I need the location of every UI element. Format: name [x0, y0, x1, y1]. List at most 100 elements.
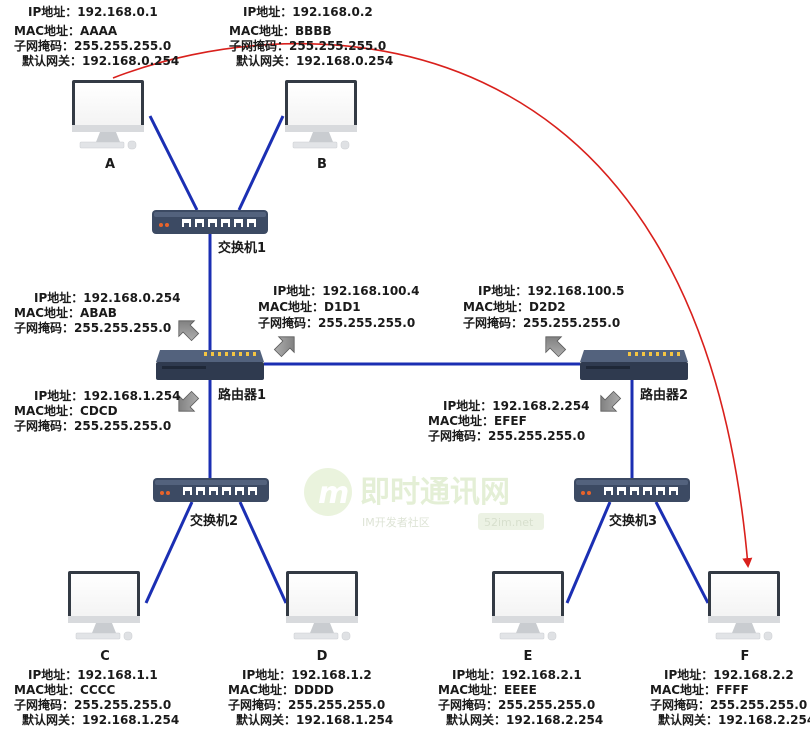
- desktop-monitor-icon: [492, 571, 564, 641]
- watermark-title: 即时通讯网: [360, 475, 510, 510]
- info-line: 子网掩码：255.255.255.0: [14, 418, 171, 433]
- host-label: C: [100, 649, 110, 664]
- info-line: IP地址：192.168.1.1: [28, 667, 158, 682]
- router-r1: 路由器1: [156, 350, 266, 403]
- network-switch-icon: [153, 478, 269, 502]
- info-line: IP地址：192.168.1.254: [34, 388, 180, 403]
- host-label: A: [105, 157, 115, 172]
- host-label: E: [524, 649, 533, 664]
- desktop-monitor-icon: [285, 80, 357, 150]
- info-line: MAC地址：D2D2: [463, 299, 566, 314]
- watermark-subtitle: IM开发者社区: [362, 515, 430, 529]
- info-line: 默认网关：192.168.0.254: [236, 53, 393, 68]
- switch-label: 交换机2: [190, 513, 238, 529]
- info-line: 默认网关：192.168.2.254: [446, 712, 603, 727]
- router-label: 路由器1: [218, 387, 266, 403]
- info-line: IP地址：192.168.1.2: [242, 667, 372, 682]
- host-d: D: [286, 571, 358, 664]
- switch-sw2: 交换机2: [153, 478, 269, 529]
- info-line: 子网掩码：255.255.255.0: [463, 315, 620, 330]
- host-label: B: [317, 157, 327, 172]
- cable-sw2-d: [238, 501, 288, 604]
- network-switch-icon: [574, 478, 690, 502]
- info-line: IP地址：192.168.0.254: [34, 290, 180, 305]
- direction-arrow-r2-wan: [545, 336, 567, 358]
- switch-sw3: 交换机3: [574, 478, 690, 529]
- info-line: IP地址：192.168.0.1: [28, 4, 158, 19]
- info-line: MAC地址：D1D1: [258, 299, 361, 314]
- info-line: MAC地址：ABAB: [14, 305, 117, 320]
- direction-arrow-r1-net0: [178, 320, 200, 342]
- host-f: F: [708, 571, 780, 664]
- info-line: 子网掩码：255.255.255.0: [438, 697, 595, 712]
- host-info-c: IP地址：192.168.1.1MAC地址：CCCC子网掩码：255.255.2…: [14, 667, 179, 727]
- cable-a-sw1: [148, 115, 199, 211]
- router-label: 路由器2: [640, 387, 688, 403]
- interface-info-r1-net0: IP地址：192.168.0.254MAC地址：ABAB子网掩码：255.255…: [14, 290, 180, 335]
- info-line: 默认网关：192.168.1.254: [22, 712, 179, 727]
- cable-sw3-f: [654, 501, 710, 604]
- info-line: MAC地址：BBBB: [229, 23, 332, 38]
- network-switch-icon: [152, 210, 268, 234]
- route-arrow-a-to-f: [112, 42, 753, 568]
- desktop-monitor-icon: [708, 571, 780, 641]
- desktop-monitor-icon: [72, 80, 144, 150]
- desktop-monitor-icon: [68, 571, 140, 641]
- info-line: 子网掩码：255.255.255.0: [14, 697, 171, 712]
- router-r2: 路由器2: [580, 350, 688, 403]
- cable-b-sw1: [237, 115, 285, 211]
- cable-layer: [144, 115, 710, 604]
- host-info-e: IP地址：192.168.2.1MAC地址：EEEE子网掩码：255.255.2…: [438, 667, 603, 727]
- info-line: 子网掩码：255.255.255.0: [14, 320, 171, 335]
- info-line: 子网掩码：255.255.255.0: [228, 697, 385, 712]
- info-line: IP地址：192.168.2.254: [443, 398, 589, 413]
- host-label: F: [741, 649, 750, 664]
- info-line: IP地址：192.168.100.4: [273, 283, 419, 298]
- cable-sw3-e: [565, 501, 612, 604]
- cable-sw2-c: [144, 501, 194, 604]
- info-line: 子网掩码：255.255.255.0: [229, 38, 386, 53]
- host-e: E: [492, 571, 564, 664]
- info-line: IP地址：192.168.2.2: [664, 667, 794, 682]
- interface-info-r2-wan: IP地址：192.168.100.5MAC地址：D2D2子网掩码：255.255…: [463, 283, 624, 330]
- info-line: 默认网关：192.168.1.254: [236, 712, 393, 727]
- host-info-d: IP地址：192.168.1.2MAC地址：DDDD子网掩码：255.255.2…: [228, 667, 393, 727]
- switch-sw1: 交换机1: [152, 210, 268, 256]
- interface-info-r2-net2: IP地址：192.168.2.254MAC地址：EFEF子网掩码：255.255…: [428, 398, 589, 443]
- info-line: MAC地址：AAAA: [14, 23, 118, 38]
- info-line: 子网掩码：255.255.255.0: [650, 697, 807, 712]
- interface-info-r1-net1: IP地址：192.168.1.254MAC地址：CDCD子网掩码：255.255…: [14, 388, 180, 433]
- direction-arrow-r2-net2: [600, 390, 622, 412]
- info-line: MAC地址：DDDD: [228, 682, 334, 697]
- direction-arrow-r1-net1: [178, 390, 200, 412]
- info-line: 默认网关：192.168.2.254: [658, 712, 810, 727]
- host-a: A: [72, 80, 144, 172]
- info-line: 子网掩码：255.255.255.0: [428, 428, 585, 443]
- direction-arrow-r1-wan: [273, 336, 295, 358]
- switch-label: 交换机3: [609, 513, 657, 529]
- info-line: MAC地址：EFEF: [428, 413, 527, 428]
- router-icon: [156, 350, 264, 380]
- host-b: B: [285, 80, 357, 172]
- watermark: m 即时通讯网 IM开发者社区 52im.net: [304, 468, 544, 530]
- host-info-f: IP地址：192.168.2.2MAC地址：FFFF子网掩码：255.255.2…: [650, 667, 810, 727]
- info-line: IP地址：192.168.0.2: [243, 4, 373, 19]
- info-line: MAC地址：FFFF: [650, 682, 749, 697]
- watermark-site-badge: [478, 513, 544, 530]
- info-line: 子网掩码：255.255.255.0: [14, 38, 171, 53]
- desktop-monitor-icon: [286, 571, 358, 641]
- info-line: MAC地址：CCCC: [14, 682, 115, 697]
- info-line: MAC地址：EEEE: [438, 682, 537, 697]
- interface-info-r1-wan: IP地址：192.168.100.4MAC地址：D1D1子网掩码：255.255…: [258, 283, 419, 330]
- host-label: D: [317, 649, 328, 664]
- info-line: 子网掩码：255.255.255.0: [258, 315, 415, 330]
- watermark-logo-letter: m: [318, 476, 349, 511]
- host-c: C: [68, 571, 140, 664]
- host-info-b: IP地址：192.168.0.2MAC地址：BBBB子网掩码：255.255.2…: [229, 4, 393, 68]
- info-line: IP地址：192.168.2.1: [452, 667, 582, 682]
- info-line: IP地址：192.168.100.5: [478, 283, 624, 298]
- info-line: MAC地址：CDCD: [14, 403, 118, 418]
- watermark-logo: [304, 468, 352, 516]
- switch-label: 交换机1: [218, 240, 266, 256]
